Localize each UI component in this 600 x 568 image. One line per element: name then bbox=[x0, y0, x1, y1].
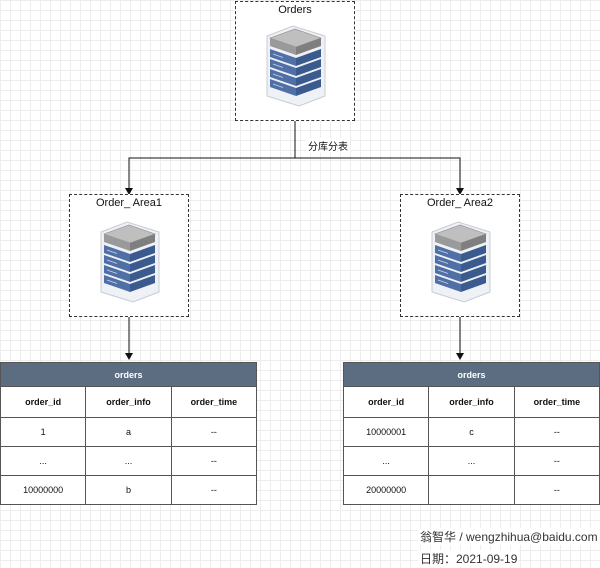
table-cell: 10000001 bbox=[342, 417, 430, 447]
column-header: order_info bbox=[85, 386, 172, 418]
table-cell: a bbox=[85, 417, 172, 447]
table-cell: -- bbox=[513, 475, 600, 505]
sharding-label: 分库分表 bbox=[306, 138, 350, 153]
table-row: 20000000 -- bbox=[342, 475, 600, 505]
table-cell: 20000000 bbox=[342, 475, 430, 505]
table-cell: -- bbox=[170, 446, 258, 476]
table-cell: ... bbox=[0, 446, 87, 476]
node-orders[interactable]: Orders bbox=[235, 1, 355, 121]
table-cell: ... bbox=[85, 446, 172, 476]
table-row: ... ... -- bbox=[0, 446, 258, 476]
node-order-area1[interactable]: Order_ Area1 bbox=[69, 194, 189, 317]
column-header: order_time bbox=[170, 386, 258, 418]
node-title: Orders bbox=[278, 4, 312, 16]
table-cell bbox=[428, 475, 515, 505]
server-rack-icon bbox=[266, 25, 326, 107]
author-credit: 翁智华 / wengzhihua@baidu.com bbox=[418, 528, 600, 545]
orders-table-area2: orders order_id order_info order_time 10… bbox=[342, 362, 600, 505]
column-header: order_info bbox=[428, 386, 515, 418]
table-cell: c bbox=[428, 417, 515, 447]
table-cell: -- bbox=[513, 446, 600, 476]
date-label: 日期：2021-09-19 bbox=[418, 550, 520, 567]
table-cell: -- bbox=[170, 475, 258, 505]
table-cell: 1 bbox=[0, 417, 87, 447]
orders-table-area1: orders order_id order_info order_time 1 … bbox=[0, 362, 258, 505]
table-name: orders bbox=[343, 362, 600, 387]
table-row: 1 a -- bbox=[0, 417, 258, 447]
node-title: Order_ Area2 bbox=[426, 197, 494, 209]
table-cell: -- bbox=[170, 417, 258, 447]
column-header: order_id bbox=[0, 386, 87, 418]
table-name: orders bbox=[0, 362, 257, 387]
edge-root-right bbox=[294, 121, 464, 195]
table-cell: ... bbox=[428, 446, 515, 476]
table-row: 10000001 c -- bbox=[342, 417, 600, 447]
edge-root-left bbox=[125, 121, 296, 195]
column-header: order_time bbox=[513, 386, 600, 418]
table-row: 10000000 b -- bbox=[0, 475, 258, 505]
table-cell: 10000000 bbox=[0, 475, 87, 505]
server-rack-icon bbox=[100, 221, 160, 303]
table-row: ... ... -- bbox=[342, 446, 600, 476]
table-cell: ... bbox=[342, 446, 430, 476]
node-order-area2[interactable]: Order_ Area2 bbox=[400, 194, 520, 317]
server-rack-icon bbox=[431, 221, 491, 303]
column-header: order_id bbox=[342, 386, 430, 418]
node-title: Order_ Area1 bbox=[95, 197, 163, 209]
table-cell: -- bbox=[513, 417, 600, 447]
table-cell: b bbox=[85, 475, 172, 505]
